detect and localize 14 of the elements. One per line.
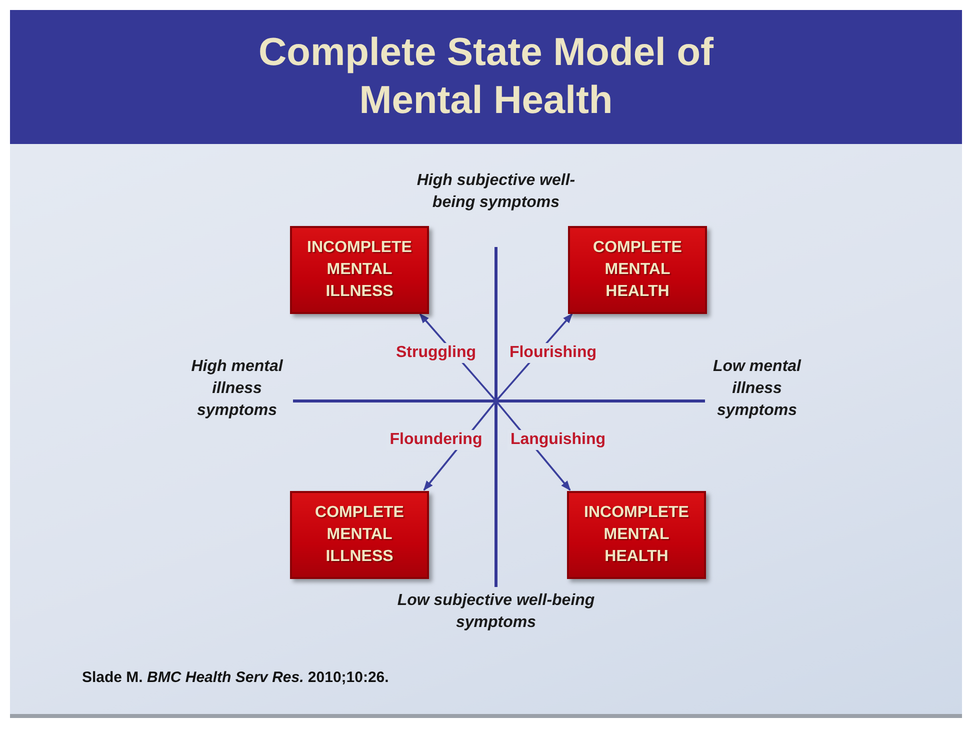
axis-label: Low subjective well-being symptoms: [396, 591, 596, 633]
state-label: INCOMPLETE MENTAL HEALTH: [583, 503, 690, 567]
state-box: [567, 491, 706, 579]
state-box: [568, 226, 707, 314]
axis-label: High subjective well-being symptoms: [416, 171, 576, 213]
axis-label: Low mental illness symptoms: [712, 357, 802, 421]
state-label: COMPLETE MENTAL ILLNESS: [314, 503, 405, 567]
title: Complete State Model of Mental Health: [257, 30, 715, 124]
axis-label: High mental illness symptoms: [190, 357, 284, 421]
state-label: COMPLETE MENTAL HEALTH: [592, 238, 683, 302]
state-box: [290, 226, 429, 314]
state-box: [290, 491, 429, 579]
state-label: INCOMPLETE MENTAL ILLNESS: [306, 238, 413, 302]
citation: Slade M. BMC Health Serv Res. 2010;10:26.: [82, 668, 389, 688]
